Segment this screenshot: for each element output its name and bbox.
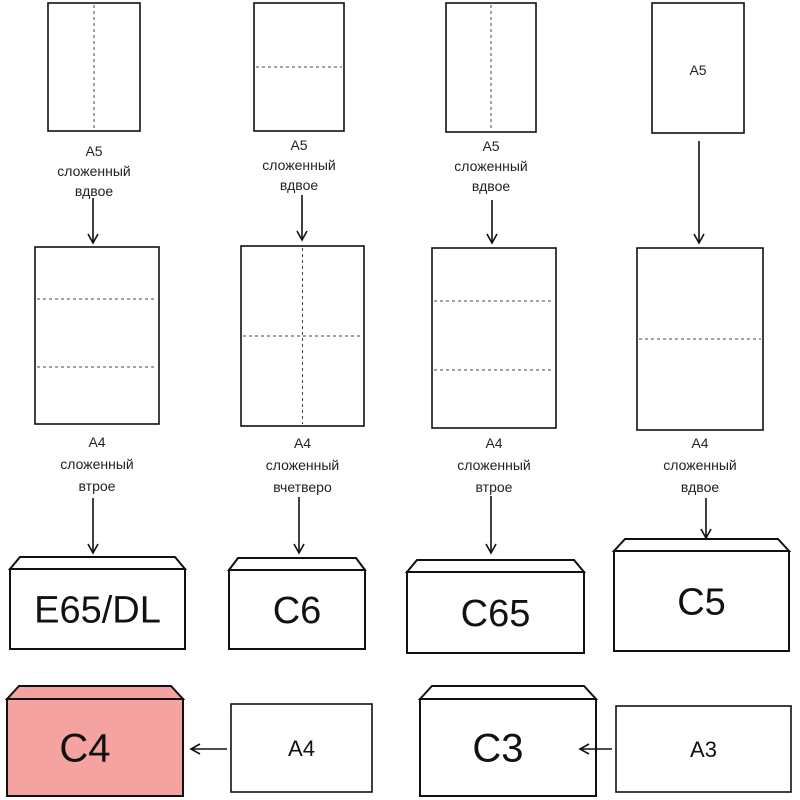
envelope-label: C3 (472, 727, 523, 771)
source-label: A3 (690, 737, 717, 762)
envelope-body (6, 698, 184, 797)
a4-caption-line: втрое (476, 479, 513, 495)
top-caption-line: A5 (290, 137, 307, 153)
top-caption-line: вдвое (472, 178, 511, 194)
envelope-flap (227, 557, 367, 571)
arrow-down (293, 497, 305, 555)
a4-sheet (240, 245, 365, 427)
envelope-flap (7, 556, 188, 570)
envelope-label: C5 (677, 582, 726, 624)
top-caption-line: сложенный (454, 158, 527, 174)
a4-caption-line: сложенный (457, 457, 530, 473)
envelope-c3: C3 (417, 685, 599, 797)
envelope-label: E65/DL (34, 590, 161, 632)
envelope-flap (417, 685, 599, 700)
source-sheet-a4: A4 (230, 703, 373, 793)
envelope-c65: C65 (404, 559, 587, 654)
envelope-c4: C4 (4, 685, 186, 797)
a4-sheet (431, 247, 557, 429)
top-sheet (445, 2, 537, 133)
a4-caption-line: сложенный (60, 456, 133, 472)
a4-sheet (34, 246, 160, 425)
arrow-down (296, 195, 308, 242)
envelope-body (228, 569, 366, 650)
arrow-down (87, 498, 99, 555)
a4-caption-line: втрое (79, 478, 116, 494)
a4-caption-line: сложенный (266, 457, 339, 473)
a4-caption-line: A4 (691, 435, 708, 451)
a4-caption-line: вдвое (681, 479, 720, 495)
envelope-label: C6 (273, 590, 322, 632)
envelope-flap (404, 559, 587, 573)
a4-caption-line: A4 (294, 435, 311, 451)
envelope-label: C65 (461, 593, 531, 635)
arrow-down (87, 198, 99, 245)
envelope-body (419, 698, 597, 797)
bottom-pair-1: C4 A4 (4, 685, 373, 797)
top-caption-line: сложенный (57, 163, 130, 179)
a4-sheet (636, 247, 764, 431)
envelope-body (9, 568, 186, 650)
a4-caption-line: сложенный (663, 457, 736, 473)
a4-caption-line: вчетверо (273, 479, 332, 495)
top-caption-line: вдвое (280, 177, 319, 193)
envelope-flap (4, 685, 186, 700)
envelope-c5: C5 (611, 538, 792, 652)
arrow-left (578, 743, 612, 755)
top-caption-line: A5 (85, 143, 102, 159)
envelope-label: C4 (59, 727, 110, 771)
arrow-down (485, 496, 497, 555)
arrow-down (693, 141, 705, 245)
source-sheet-a3: A3 (615, 705, 792, 793)
a4-caption-line: A4 (88, 434, 105, 450)
bottom-pair-2: C3 A3 (417, 685, 792, 797)
source-label: A4 (288, 736, 315, 761)
envelope-flap (611, 538, 792, 552)
top-caption-line: сложенный (262, 157, 335, 173)
arrow-left (189, 743, 227, 755)
envelope-e65dl: E65/DL (7, 556, 188, 650)
top-sheet: A5 (651, 2, 745, 134)
top-caption-line: A5 (482, 138, 499, 154)
arrow-down (486, 200, 498, 245)
envelope-body (406, 571, 585, 654)
top-sheet (253, 2, 345, 132)
top-caption-line: вдвое (75, 183, 114, 199)
arrow-down (700, 498, 712, 540)
envelope-c6: C6 (227, 557, 367, 650)
top-sheet (47, 2, 141, 132)
a4-caption-line: A4 (485, 435, 502, 451)
sheet-label: A5 (689, 62, 706, 78)
envelope-body (613, 550, 790, 652)
